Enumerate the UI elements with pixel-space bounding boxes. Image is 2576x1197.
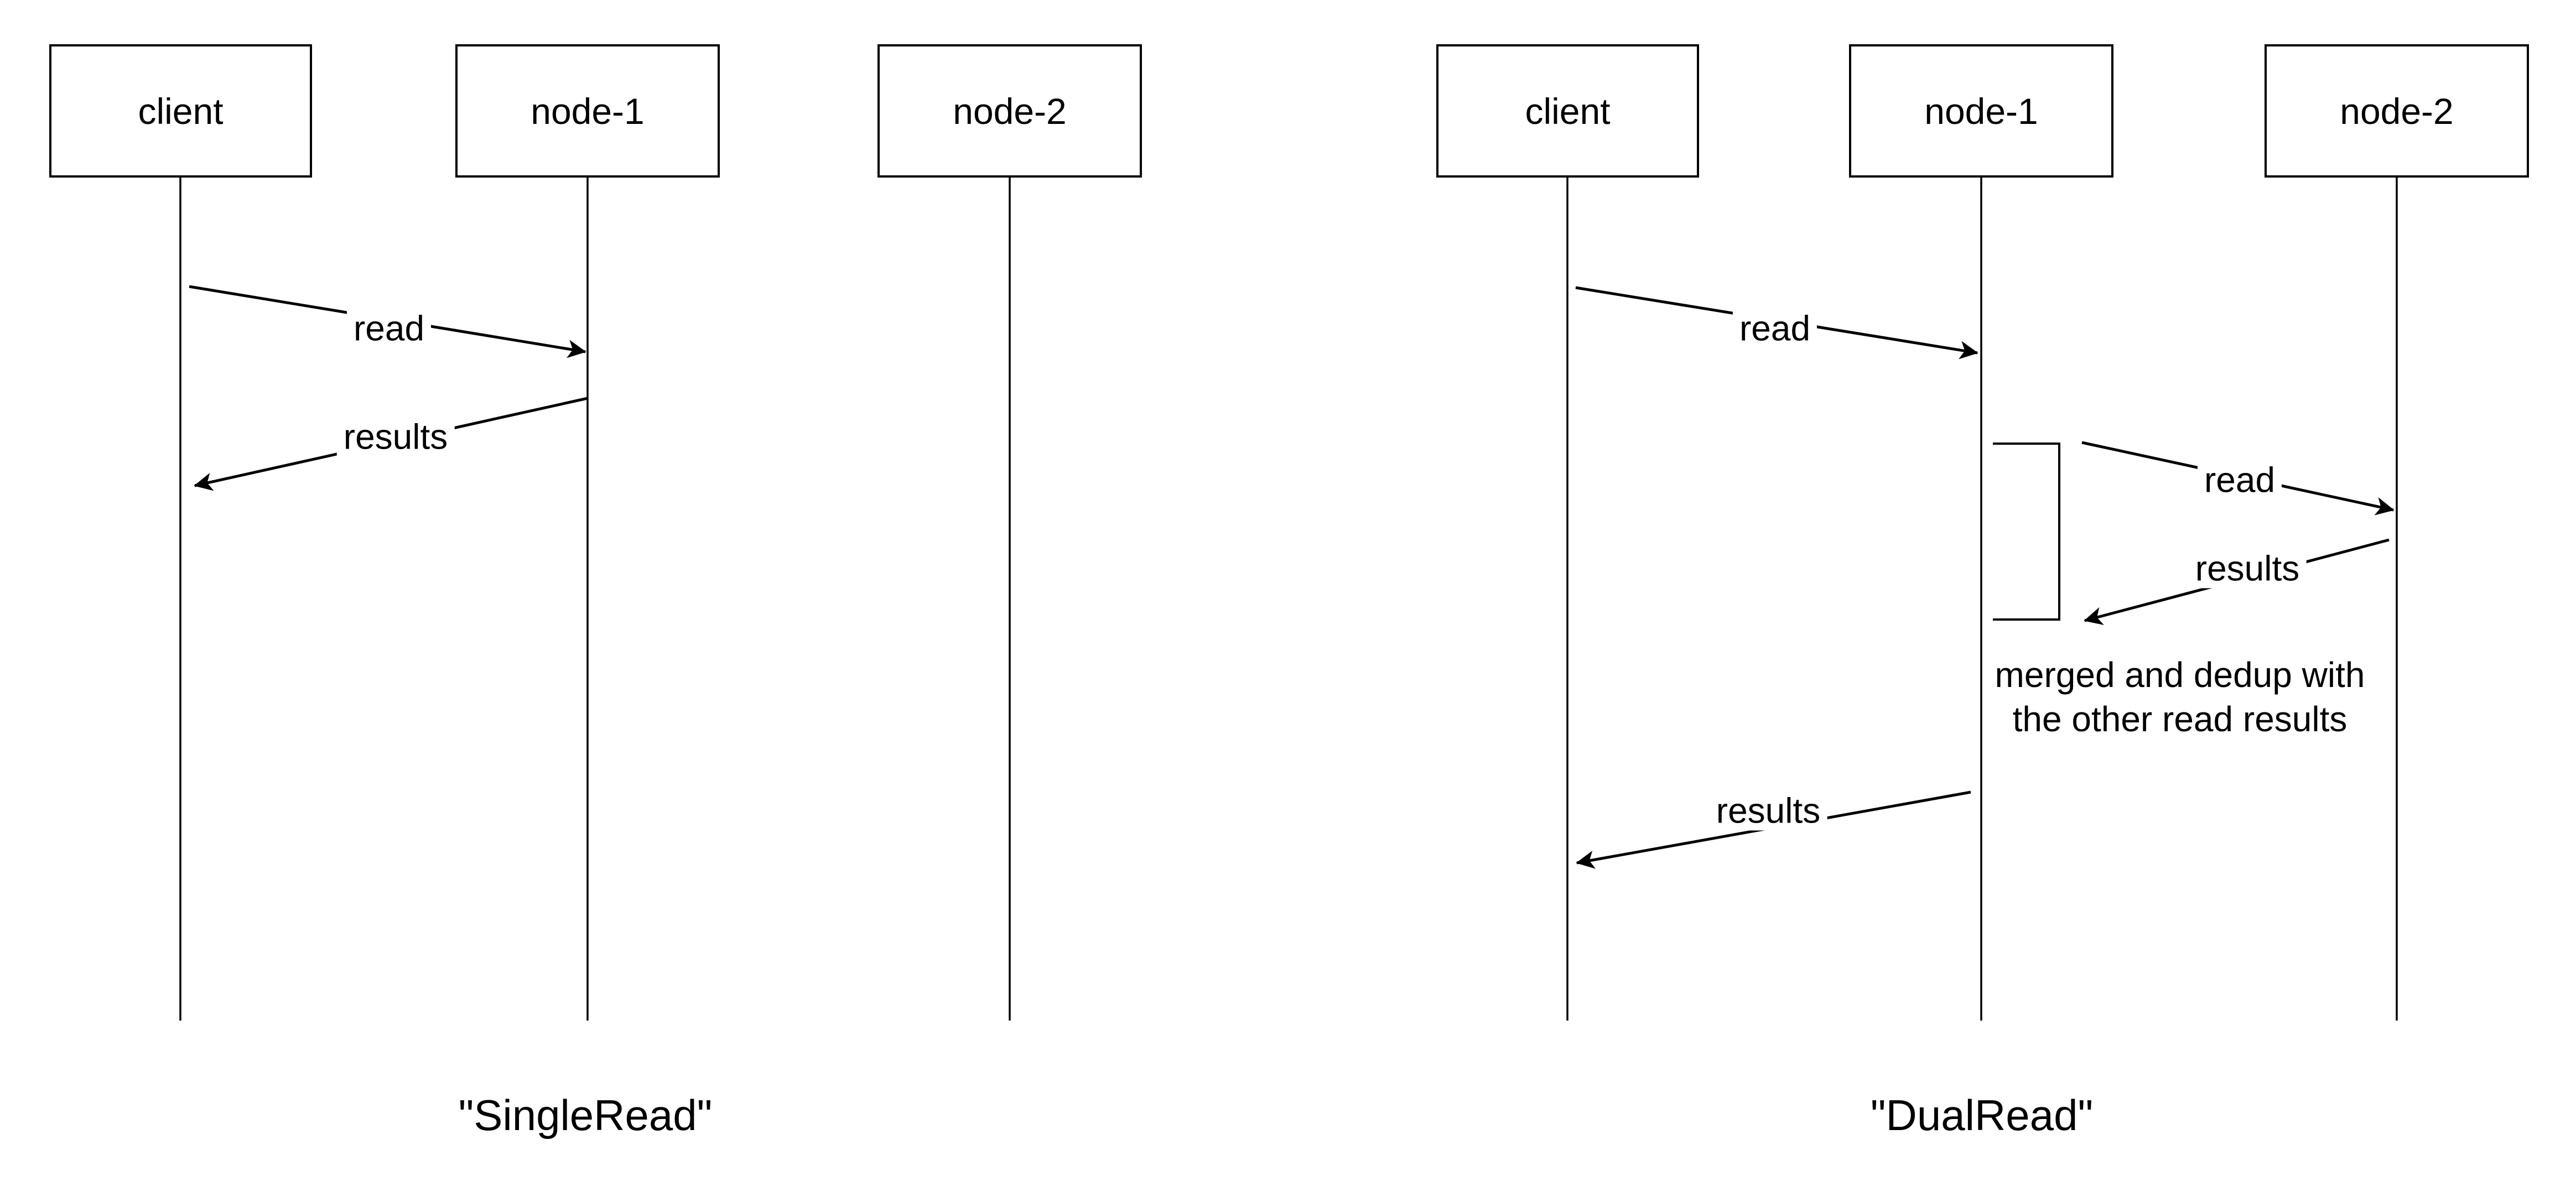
message-label-dualread-results-2: results bbox=[1709, 791, 1827, 831]
actor-box-dualread-node-1: node-1 bbox=[1849, 44, 2113, 178]
caption-singleread: "SingleRead" bbox=[458, 1091, 713, 1139]
actor-label: node-2 bbox=[953, 90, 1067, 132]
actor-box-dualread-client: client bbox=[1436, 44, 1699, 178]
actor-box-singleread-client: client bbox=[49, 44, 312, 178]
note-line-1: merged and dedup with bbox=[1995, 655, 2365, 695]
note-merged-dedup: merged and dedup with the other read res… bbox=[1995, 653, 2365, 741]
note-line-2: the other read results bbox=[2012, 699, 2348, 739]
actor-box-dualread-node-2: node-2 bbox=[2265, 44, 2529, 178]
caption-dualread: "DualRead" bbox=[1870, 1091, 2094, 1139]
actor-label: node-1 bbox=[531, 90, 645, 132]
actor-label: client bbox=[138, 90, 224, 132]
message-label-dualread-results-1: results bbox=[2188, 549, 2307, 589]
actor-label: client bbox=[1525, 90, 1611, 132]
actor-label: node-1 bbox=[1924, 90, 2038, 132]
message-label-singleread-results: results bbox=[336, 417, 455, 457]
actor-box-singleread-node-1: node-1 bbox=[455, 44, 720, 178]
actor-label: node-2 bbox=[2340, 90, 2454, 132]
message-label-singleread-read: read bbox=[346, 309, 432, 348]
message-label-dualread-read-1: read bbox=[1732, 309, 1817, 348]
self-call-bracket-node1 bbox=[1993, 443, 2060, 621]
message-label-dualread-read-2: read bbox=[2197, 460, 2282, 500]
actor-box-singleread-node-2: node-2 bbox=[877, 44, 1142, 178]
